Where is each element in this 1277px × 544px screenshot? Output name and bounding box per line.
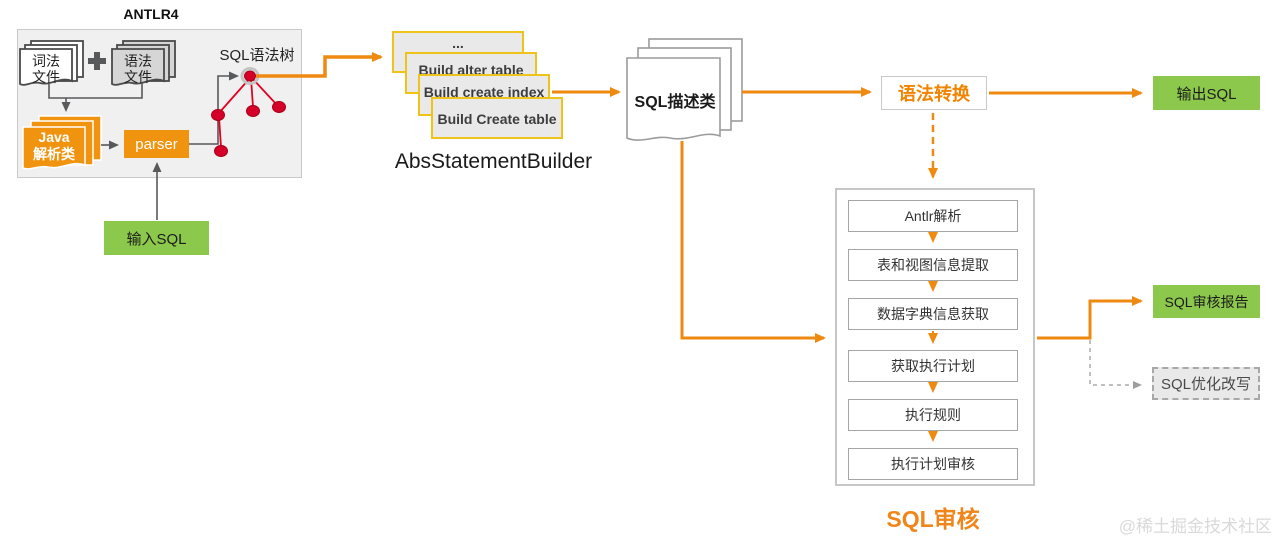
syntax-tree-label: SQL语法树 bbox=[219, 47, 295, 64]
sql-audit-report-box: SQL审核报告 bbox=[1153, 285, 1260, 318]
document-stack-icon bbox=[111, 40, 176, 86]
sql-descriptor-doc bbox=[626, 38, 748, 155]
parser-box: parser bbox=[124, 130, 189, 158]
audit-step-data-dictionary: 数据字典信息获取 bbox=[848, 298, 1018, 330]
output-sql-box: 输出SQL bbox=[1153, 76, 1260, 110]
sql-rewrite-box: SQL优化改写 bbox=[1152, 367, 1260, 400]
connector-to-rewrite-dashed bbox=[1089, 340, 1142, 389]
java-doc-label: Java 解析类 bbox=[33, 129, 75, 162]
watermark: @稀土掘金技术社区 bbox=[1118, 517, 1272, 536]
antlr4-title: ANTLR4 bbox=[123, 6, 179, 22]
builder-label: AbsStatementBuilder bbox=[394, 150, 593, 173]
grammar-doc-label: 语法 文件 bbox=[124, 53, 152, 85]
document-stack-icon bbox=[19, 40, 84, 86]
audit-step-exec-plan-review: 执行计划审核 bbox=[848, 448, 1018, 480]
audit-step-get-exec-plan: 获取执行计划 bbox=[848, 350, 1018, 382]
connector-audit-to-report bbox=[1037, 296, 1143, 340]
plus-icon bbox=[88, 52, 106, 75]
sql-audit-label: SQL审核 bbox=[886, 506, 980, 532]
audit-step-exec-rules: 执行规则 bbox=[848, 399, 1018, 431]
audit-step-antlr-parse: Antlr解析 bbox=[848, 200, 1018, 232]
audit-step-table-view-extract: 表和视图信息提取 bbox=[848, 249, 1018, 281]
java-doc-stack bbox=[22, 115, 106, 182]
document-stack-icon bbox=[626, 38, 743, 141]
grammar-doc-stack bbox=[111, 40, 177, 97]
input-sql-box: 输入SQL bbox=[104, 221, 209, 255]
syntax-transform-box: 语法转换 bbox=[881, 76, 987, 110]
lexer-doc-stack bbox=[19, 40, 85, 97]
lexer-doc-label: 词法 文件 bbox=[32, 53, 60, 85]
document-stack-icon bbox=[22, 115, 102, 170]
builder-card-create-table: Build Create table bbox=[431, 97, 563, 139]
sql-audit-container bbox=[835, 188, 1035, 486]
connector-descriptor-to-audit bbox=[680, 141, 826, 343]
sql-descriptor-label: SQL描述类 bbox=[634, 94, 716, 111]
